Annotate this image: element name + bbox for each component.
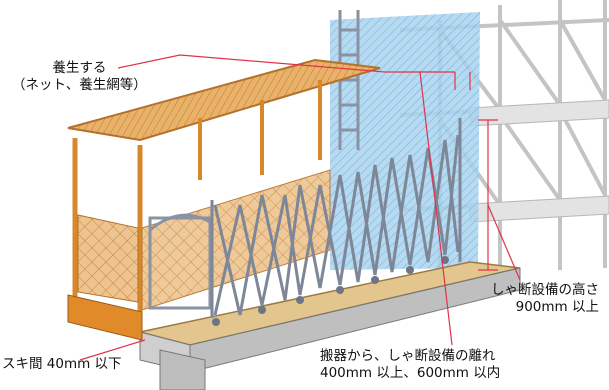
callout-gap-text: スキ間 40mm 以下 <box>2 356 122 372</box>
callout-protection-line2: （ネット、養生網等） <box>12 76 147 93</box>
callout-barrier-distance-line2: 400mm 以上、600mm 以内 <box>320 364 501 381</box>
callout-protection: 養生する （ネット、養生網等） <box>12 60 147 94</box>
callout-barrier-height: しゃ断設備の高さ 900mm 以上 <box>491 282 599 316</box>
callout-leaders <box>79 54 521 361</box>
landing-platform <box>139 261 521 390</box>
callout-barrier-height-line2: 900mm 以上 <box>515 298 599 315</box>
callout-protection-line1: 養生する <box>52 60 107 76</box>
callout-barrier-height-line1: しゃ断設備の高さ <box>491 282 599 298</box>
callout-barrier-distance-line1: 搬器から、しゃ断設備の離れ <box>320 348 496 364</box>
callout-gap: スキ間 40mm 以下 <box>2 356 122 373</box>
callout-barrier-distance: 搬器から、しゃ断設備の離れ 400mm 以上、600mm 以内 <box>320 348 500 382</box>
scissor-barrier <box>210 118 462 318</box>
hoist-mast <box>338 10 360 150</box>
barrier-wheels <box>212 256 449 326</box>
safety-net <box>330 12 480 270</box>
